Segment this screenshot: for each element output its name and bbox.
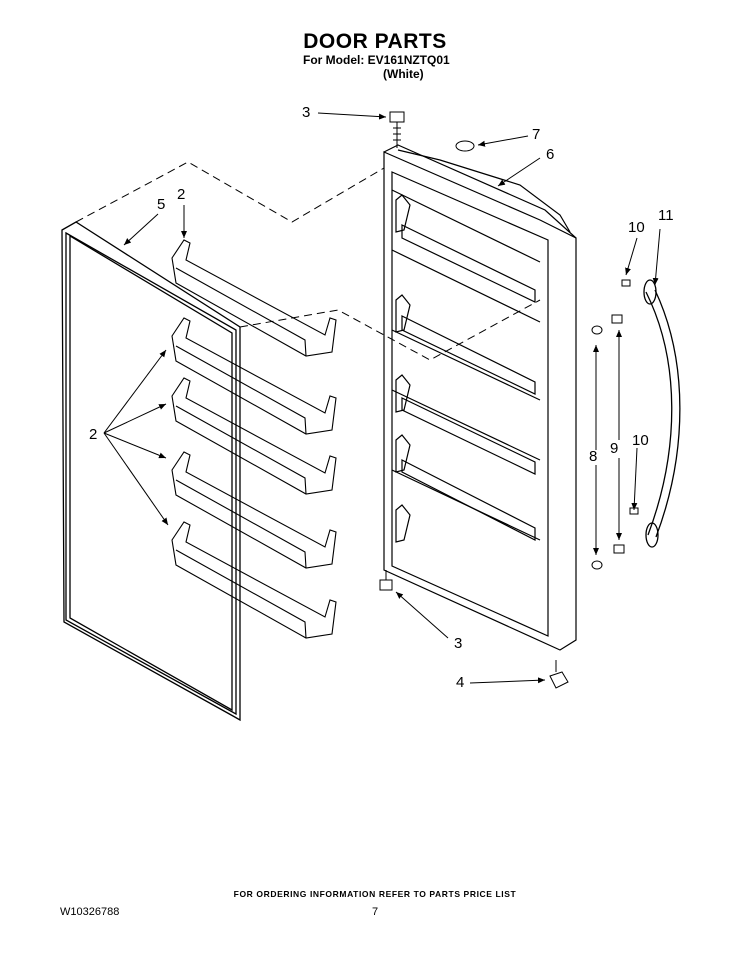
callout-5: 5 — [157, 196, 166, 213]
callout-10-top: 10 — [628, 219, 645, 236]
callout-3-bottom: 3 — [454, 635, 463, 652]
door-shelf-5 — [171, 521, 337, 639]
leader-lines — [103, 112, 661, 684]
callout-2-group: 2 — [89, 426, 98, 443]
callout-10-bottom: 10 — [632, 432, 649, 449]
callout-11: 11 — [658, 207, 674, 224]
door-stop — [549, 660, 569, 689]
assembly-lines — [75, 161, 541, 361]
hinge-pin-bottom — [379, 570, 393, 591]
double-arrows — [593, 330, 622, 555]
door-gasket — [61, 221, 241, 722]
door-shelf-3 — [171, 377, 337, 495]
callout-2-top: 2 — [177, 186, 186, 203]
door-shelf-4 — [171, 451, 337, 569]
callout-9: 9 — [610, 440, 619, 457]
door-assembly — [383, 144, 577, 651]
document-number: W10326788 — [60, 906, 120, 918]
callout-4: 4 — [456, 674, 465, 691]
door-shelves — [171, 239, 337, 639]
page-title: DOOR PARTS — [303, 30, 447, 53]
callout-6: 6 — [546, 146, 555, 163]
page-number: 7 — [372, 906, 379, 918]
door-shelf-1 — [171, 239, 337, 357]
door-handle — [643, 279, 681, 548]
color-line: (White) — [383, 67, 424, 81]
handle-hardware — [591, 279, 639, 570]
callout-8: 8 — [589, 448, 598, 465]
model-line: For Model: EV161NZTQ01 — [303, 53, 450, 67]
plug-button — [455, 140, 475, 152]
hinge-pin-top — [389, 111, 405, 148]
callout-3-top: 3 — [302, 104, 311, 121]
door-shelf-2 — [171, 317, 337, 435]
callout-7: 7 — [532, 126, 541, 143]
ordering-note: FOR ORDERING INFORMATION REFER TO PARTS … — [233, 889, 517, 899]
